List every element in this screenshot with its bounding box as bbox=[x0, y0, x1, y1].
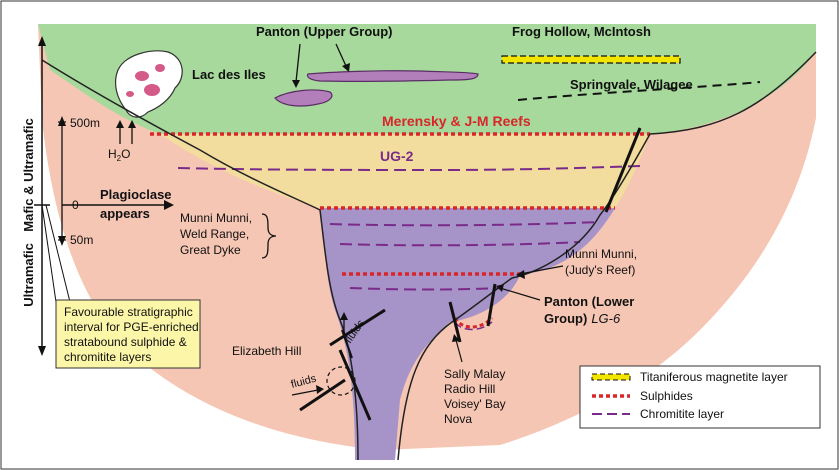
legend-titaniferous-label: Titaniferous magnetite layer bbox=[640, 370, 788, 384]
label-judy-2: (Judy's Reef) bbox=[565, 263, 635, 277]
label-sally-3: Voisey' Bay bbox=[444, 397, 506, 411]
axis-label-ultramafic: Ultramafic bbox=[21, 243, 36, 307]
note-line-1: Favourable stratigraphic bbox=[64, 305, 193, 319]
legend-sulphides-label: Sulphides bbox=[640, 389, 693, 403]
frog-hollow-magnetite bbox=[502, 56, 680, 63]
legend-titaniferous-swatch bbox=[592, 374, 630, 380]
label-panton-lower-2: Group)LG-6 bbox=[544, 311, 621, 326]
note-line-3: stratabound sulphide & bbox=[64, 335, 187, 349]
label-springvale: Springvale, Wilagee bbox=[570, 77, 693, 92]
legend: Titaniferous magnetite layer Sulphides C… bbox=[580, 366, 820, 428]
tick-500m: 500m bbox=[70, 116, 100, 130]
tick-50m: 50m bbox=[70, 233, 93, 247]
label-munni-3: Great Dyke bbox=[180, 243, 241, 257]
label-plagioclase: Plagioclase bbox=[100, 187, 172, 202]
note-line-4: chromitite layers bbox=[64, 350, 151, 364]
legend-chromitite-label: Chromitite layer bbox=[640, 407, 724, 421]
axis-label-mafic: Mafic & Ultramafic bbox=[21, 118, 36, 231]
label-appears: appears bbox=[100, 206, 150, 221]
label-merensky: Merensky & J-M Reefs bbox=[382, 113, 531, 129]
label-frog-hollow: Frog Hollow, McIntosh bbox=[512, 24, 651, 39]
label-munni-2: Weld Range, bbox=[180, 227, 249, 241]
tick-0: 0 bbox=[72, 198, 79, 212]
label-lac-des-iles: Lac des Iles bbox=[192, 67, 266, 82]
label-panton-lower-1: Panton (Lower bbox=[544, 294, 634, 309]
label-sally-1: Sally Malay bbox=[444, 367, 505, 381]
label-panton-upper: Panton (Upper Group) bbox=[256, 24, 393, 39]
label-ug2: UG-2 bbox=[380, 148, 414, 164]
note-line-2: interval for PGE-enriched bbox=[64, 320, 199, 334]
label-sally-4: Nova bbox=[444, 412, 472, 426]
label-sally-2: Radio Hill bbox=[444, 382, 495, 396]
label-elizabeth-hill: Elizabeth Hill bbox=[232, 344, 301, 358]
label-judy-1: Munni Munni, bbox=[565, 247, 637, 261]
panton-upper-blob-2 bbox=[308, 71, 479, 82]
label-munni-1: Munni Munni, bbox=[180, 211, 252, 225]
